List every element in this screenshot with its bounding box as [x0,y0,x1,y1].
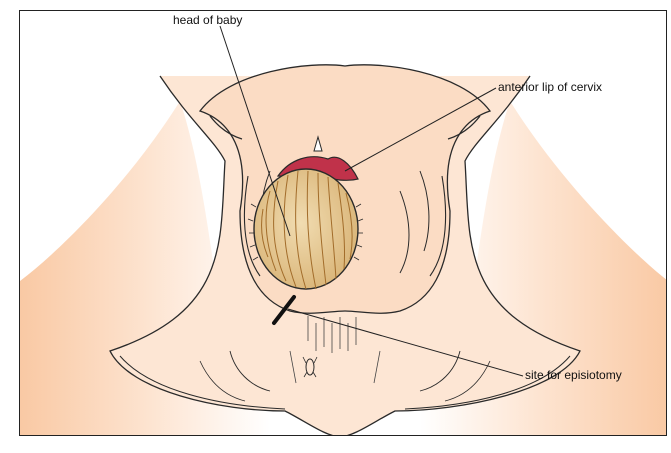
diagram-frame: head of baby anterior lip of cervix site… [19,10,667,436]
label-head-of-baby: head of baby [173,13,242,27]
label-site-for-episiotomy: site for episiotomy [525,368,622,382]
label-anterior-lip-of-cervix: anterior lip of cervix [498,80,602,94]
